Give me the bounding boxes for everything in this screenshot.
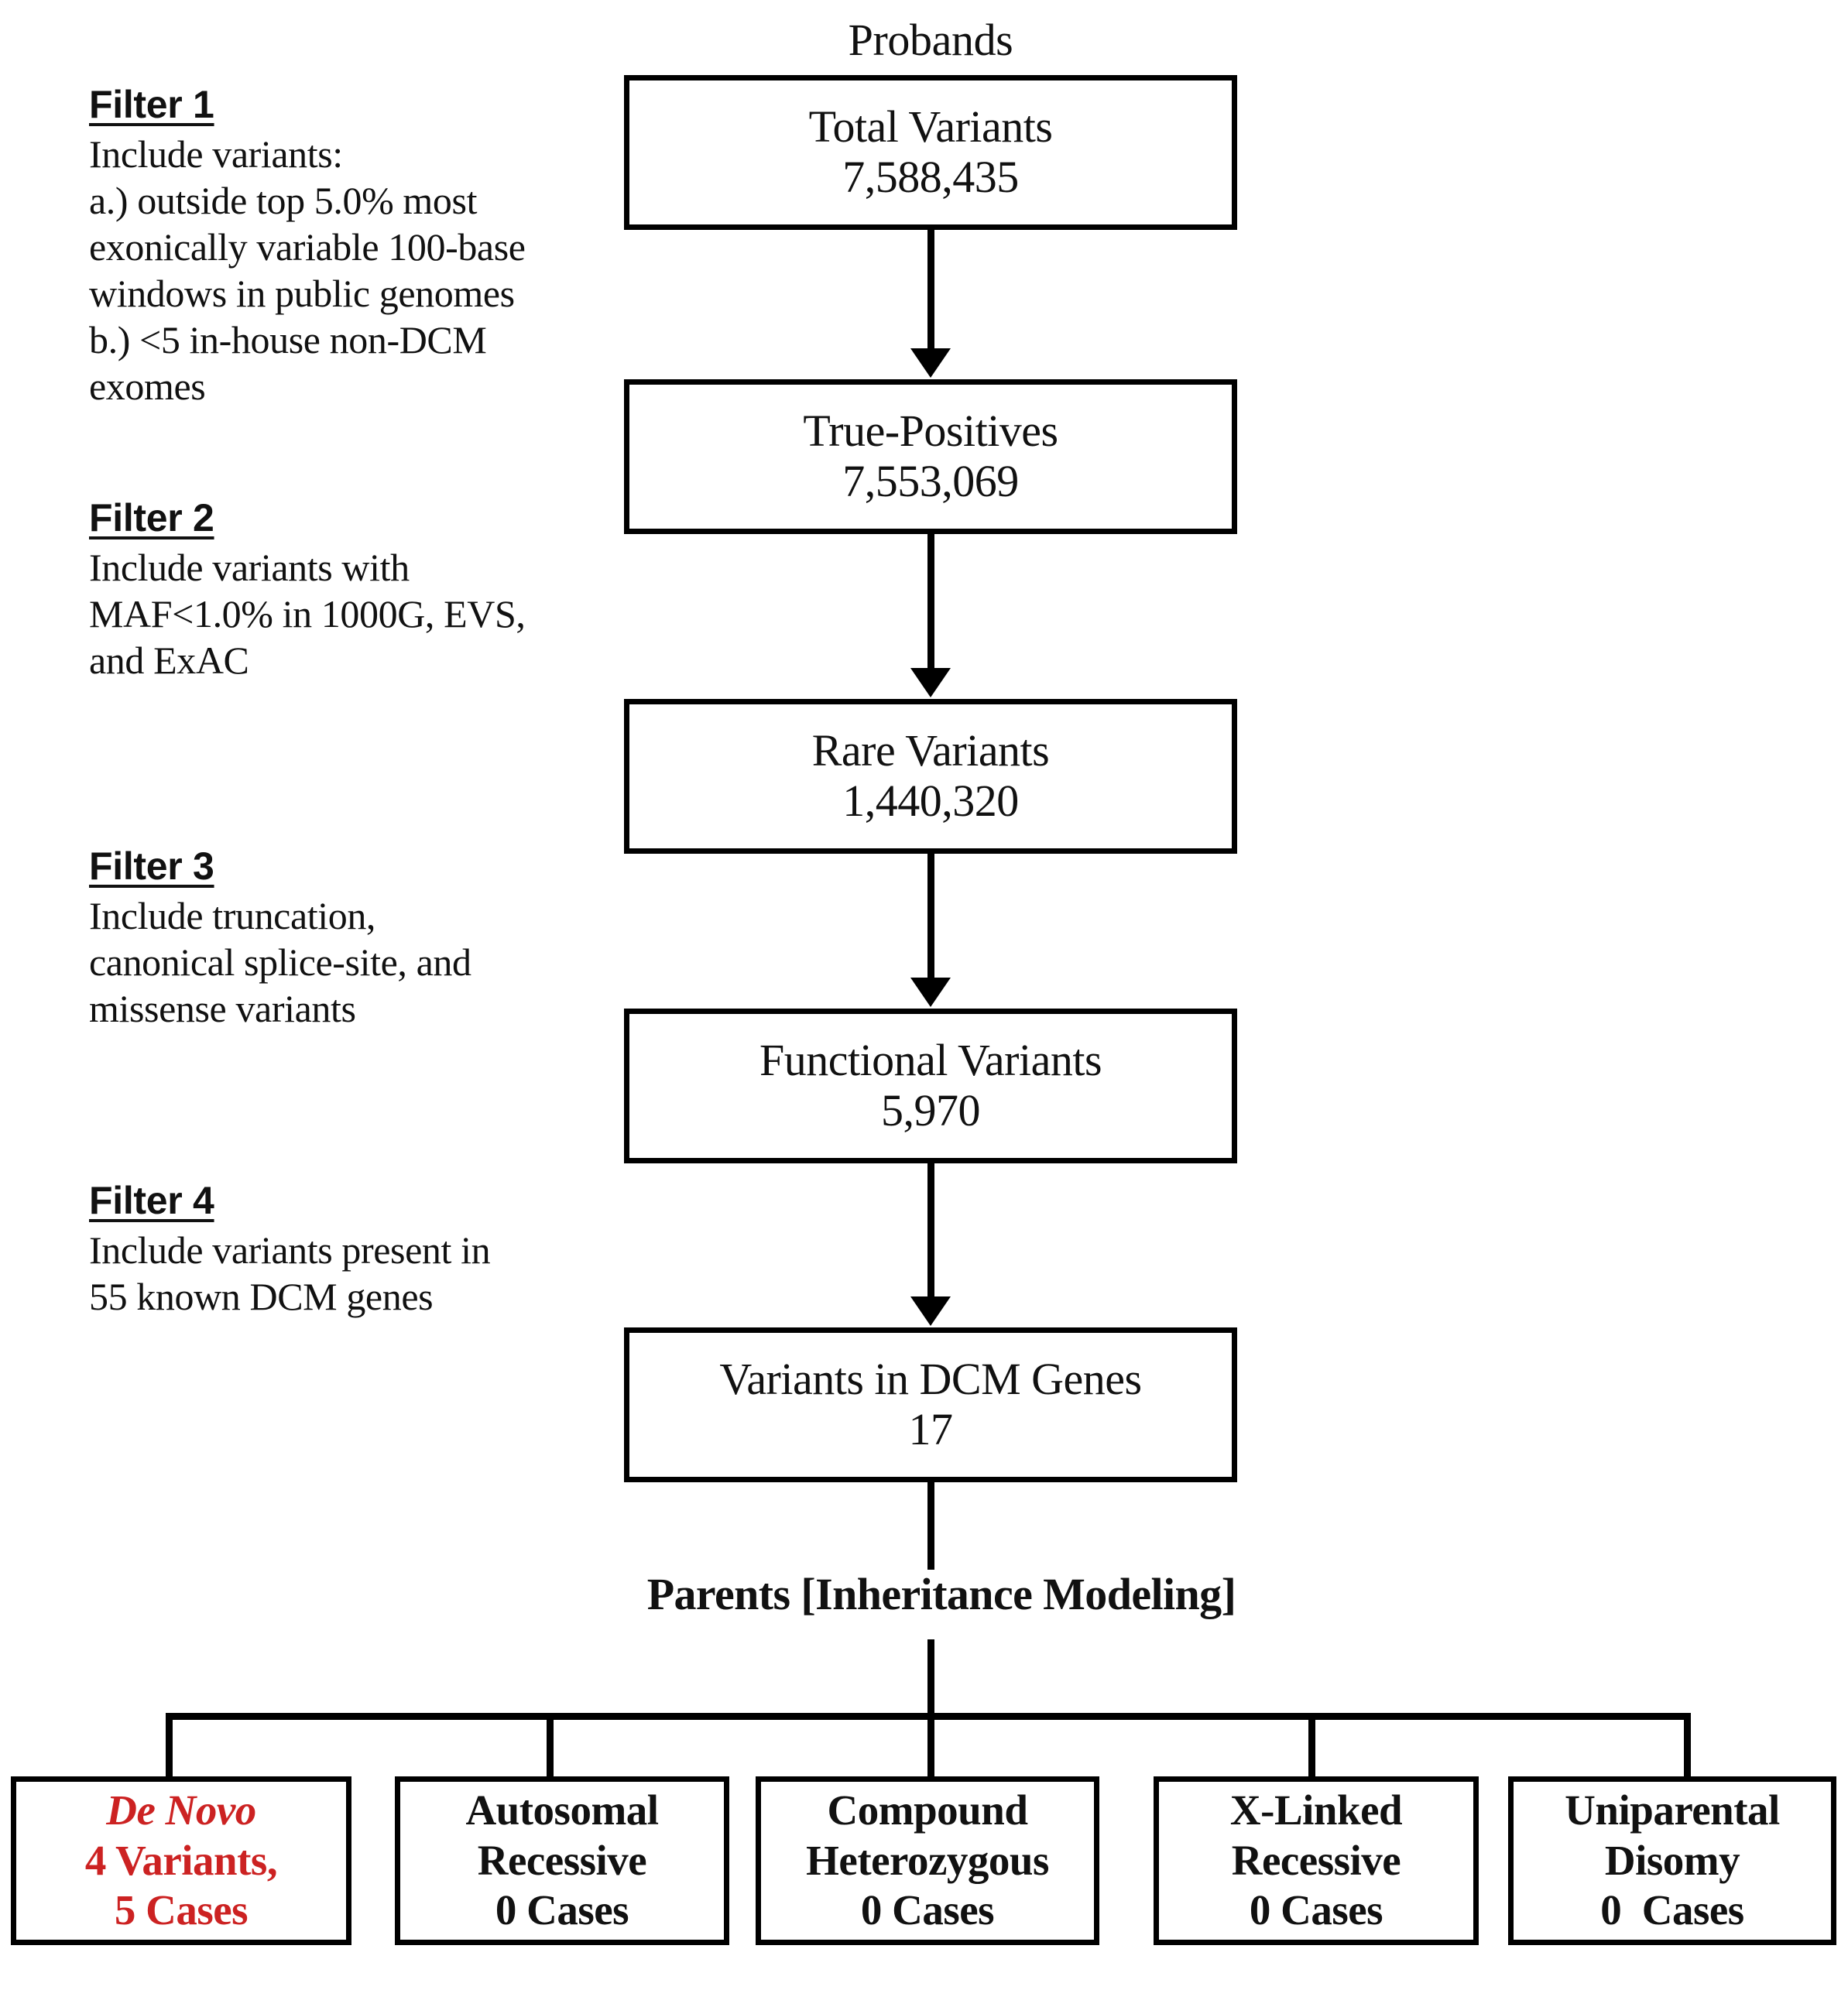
filter-annotation-3: Filter 3 Include truncation, canonical s… [89,844,631,1032]
filter-annotation-4: Filter 4 Include variants present in 55 … [89,1178,631,1320]
connector-arrow-3-shaft [927,854,934,979]
flow-box-variants-in-dcm-genes: Variants in DCM Genes 17 [624,1327,1237,1482]
outcome-1-line2: 4 Variants, [84,1836,278,1884]
outcome-4-line1: X-Linked [1229,1786,1403,1834]
filter-3-body: Include truncation, canonical splice-sit… [89,894,471,1030]
outcome-box-autosomal-recessive: Autosomal Recessive 0 Cases [395,1776,729,1945]
filter-2-title: Filter 2 [89,496,214,539]
connector-arrow-2-head [910,668,951,697]
branch-drop-1 [166,1713,173,1784]
outcome-box-de-novo: De Novo 4 Variants, 5 Cases [11,1776,351,1945]
connector-arrow-1-shaft [927,230,934,350]
outcome-box-uniparental-disomy: Uniparental Disomy 0 Cases [1508,1776,1836,1945]
filter-1-body: Include variants: a.) outside top 5.0% m… [89,132,526,408]
flow-box-4-label: Functional Variants [759,1035,1102,1086]
flow-box-functional-variants: Functional Variants 5,970 [624,1009,1237,1163]
connector-parents-lower [927,1639,934,1717]
outcome-4-line2: Recessive [1231,1836,1401,1884]
filter-1-title: Filter 1 [89,83,214,126]
filter-annotation-1: Filter 1 Include variants: a.) outside t… [89,82,631,409]
flow-box-5-label: Variants in DCM Genes [719,1354,1142,1405]
outcome-4-line3: 0 Cases [1249,1886,1383,1934]
outcome-5-line3: 0 Cases [1600,1886,1744,1934]
connector-parents-upper [927,1482,934,1591]
outcome-1-line3: 5 Cases [114,1886,249,1934]
flow-box-rare-variants: Rare Variants 1,440,320 [624,699,1237,854]
flow-box-3-label: Rare Variants [811,725,1050,776]
probands-caption: Probands [848,15,1013,65]
connector-arrow-4-head [910,1296,951,1326]
outcome-2-line3: 0 Cases [495,1886,629,1934]
flow-box-5-count: 17 [908,1404,954,1454]
connector-arrow-2-shaft [927,534,934,670]
outcome-3-line1: Compound [827,1786,1028,1834]
flow-box-2-count: 7,553,069 [842,456,1019,506]
flow-box-1-count: 7,588,435 [842,152,1019,202]
outcome-2-line1: Autosomal [465,1786,659,1834]
flow-box-4-count: 5,970 [881,1085,981,1135]
filter-3-title: Filter 3 [89,844,214,888]
flow-box-1-label: Total Variants [808,101,1053,152]
connector-arrow-1-head [910,348,951,378]
filter-4-body: Include variants present in 55 known DCM… [89,1228,491,1318]
outcome-3-line2: Heterozygous [806,1836,1049,1884]
branch-drop-2 [547,1713,554,1784]
connector-arrow-4-shaft [927,1163,934,1298]
outcome-box-compound-heterozygous: Compound Heterozygous 0 Cases [756,1776,1099,1945]
outcome-3-line3: 0 Cases [860,1886,995,1934]
filter-4-title: Filter 4 [89,1179,214,1222]
filter-2-body: Include variants with MAF<1.0% in 1000G,… [89,546,526,682]
flow-box-total-variants: Total Variants 7,588,435 [624,75,1237,230]
flow-box-2-label: True-Positives [803,406,1058,457]
branch-drop-5 [1684,1713,1691,1784]
flow-box-3-count: 1,440,320 [842,776,1019,826]
filter-annotation-2: Filter 2 Include variants with MAF<1.0% … [89,495,631,683]
branch-drop-4 [1308,1713,1315,1784]
outcome-box-x-linked-recessive: X-Linked Recessive 0 Cases [1154,1776,1479,1945]
outcome-5-line2: Disomy [1604,1836,1740,1884]
flow-box-true-positives: True-Positives 7,553,069 [624,379,1237,534]
parents-inheritance-modeling-caption: Parents [Inheritance Modeling] [543,1570,1339,1619]
outcome-2-line2: Recessive [477,1836,647,1884]
outcome-1-line1: De Novo [106,1786,256,1834]
connector-arrow-3-head [910,978,951,1007]
branch-drop-3 [927,1713,934,1784]
outcome-5-line1: Uniparental [1565,1786,1780,1834]
